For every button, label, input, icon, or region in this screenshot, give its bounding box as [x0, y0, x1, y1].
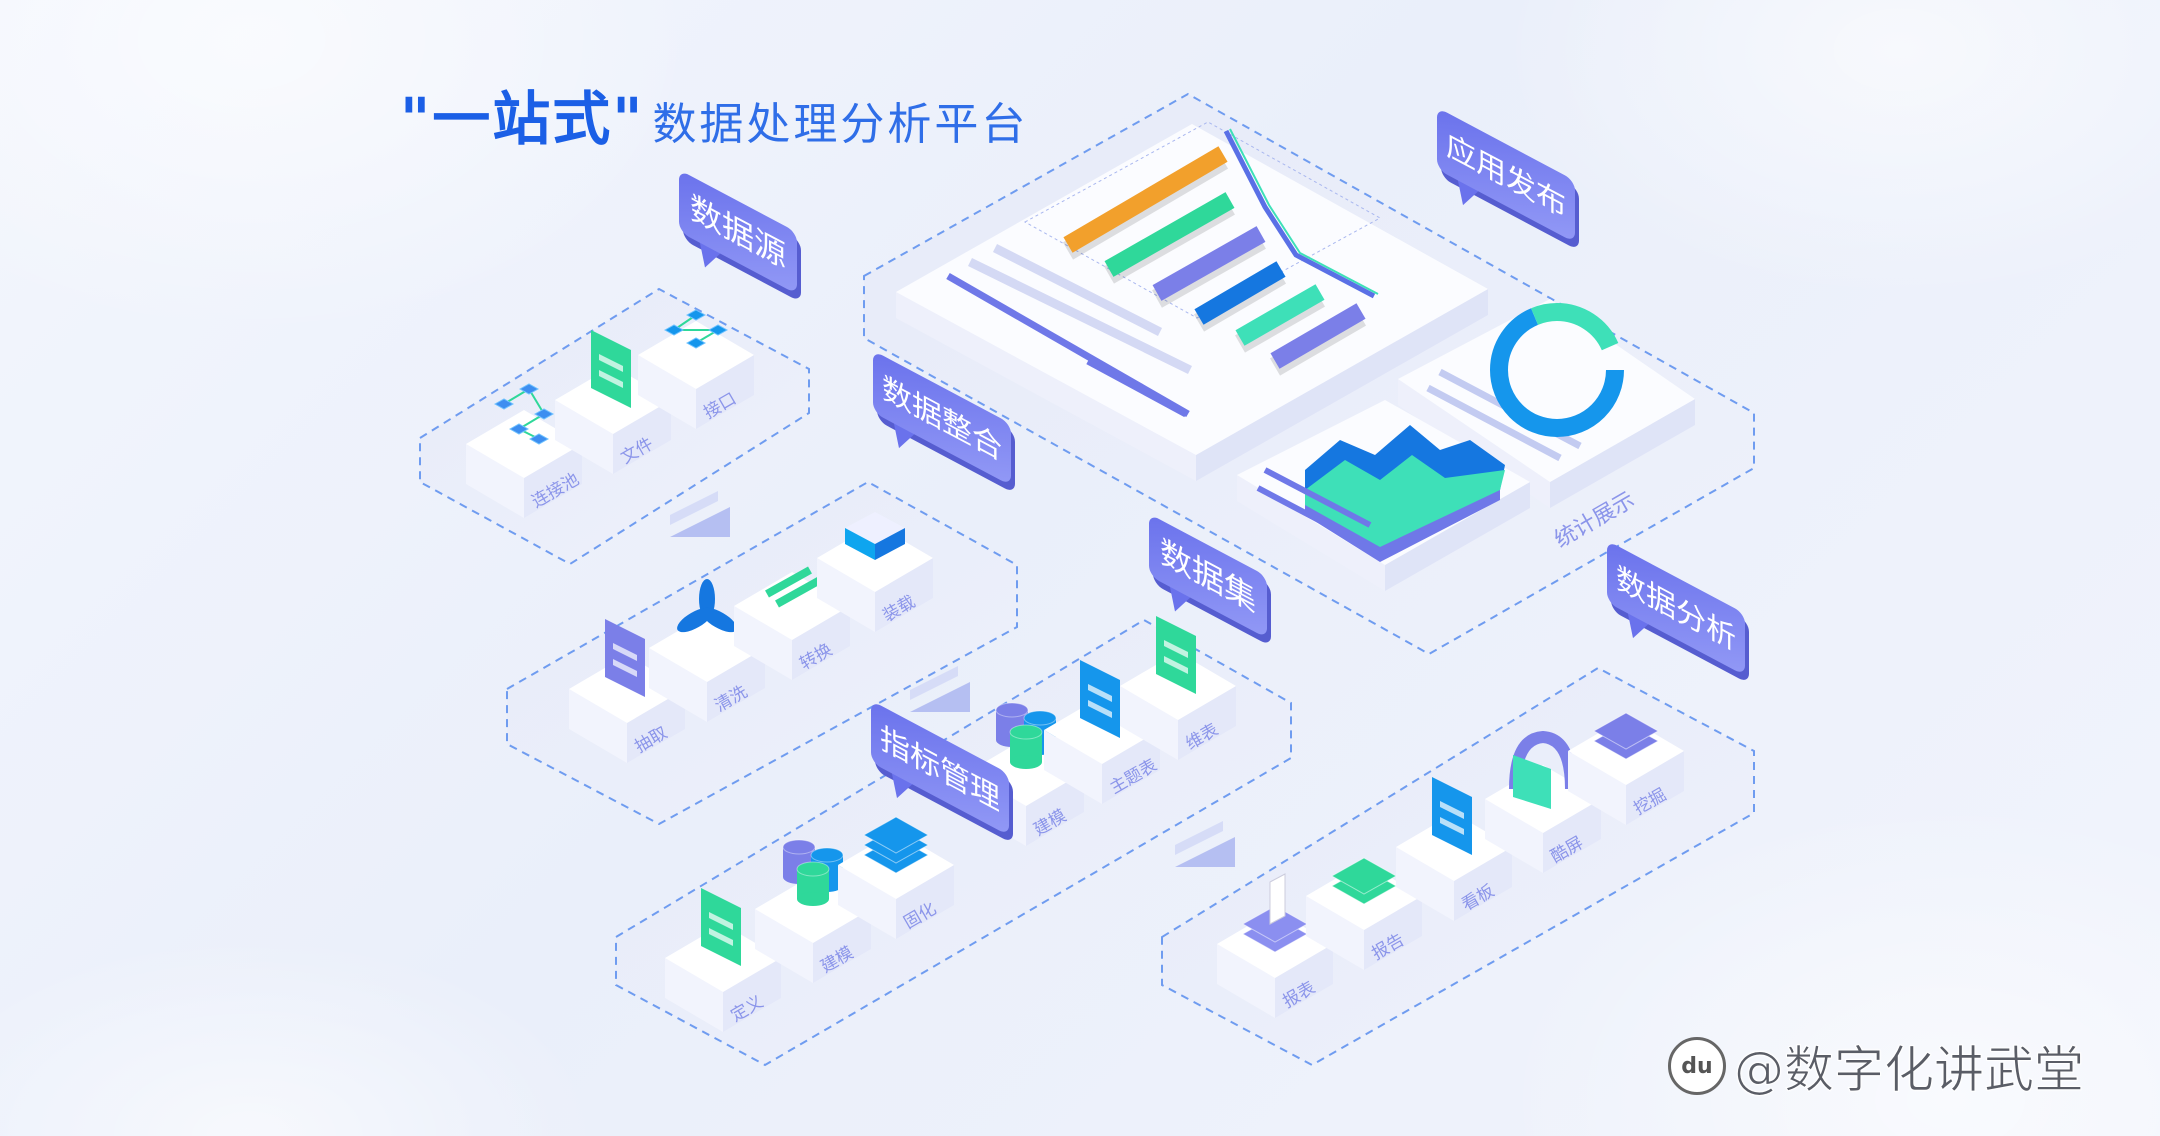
- callout-tail: [699, 238, 723, 268]
- callout-app-publish: 应用发布: [1437, 111, 1579, 247]
- area-chart-base: [1305, 490, 1500, 562]
- text-line: [1256, 485, 1332, 529]
- document-stack-icon: [1330, 857, 1398, 905]
- donut-chart: [1490, 303, 1624, 437]
- fan-icon: [677, 579, 737, 633]
- chart-bar: [1063, 146, 1228, 253]
- block-analysis[interactable]: 酷屏: [1485, 730, 1601, 873]
- callout-tail: [893, 418, 917, 449]
- api-cubes-icon: [663, 309, 729, 349]
- chart-bar: [1152, 226, 1266, 301]
- text-line: [1263, 467, 1372, 528]
- block-data-source[interactable]: 连接池: [466, 383, 583, 518]
- box-icon: [845, 512, 905, 560]
- network-icon: [493, 383, 555, 445]
- block-dataset[interactable]: 维表: [1120, 616, 1236, 760]
- callout-tail: [1169, 582, 1193, 612]
- text-line: [1086, 357, 1188, 418]
- txt-file-icon: [591, 330, 631, 408]
- donut-segment: [1490, 303, 1624, 437]
- page-title: "一站式"数据处理分析平台: [400, 72, 1028, 156]
- chart-bar: [1270, 303, 1366, 369]
- area-chart-card: [1237, 400, 1530, 591]
- block-data-source[interactable]: 文件: [555, 330, 671, 474]
- block-analysis[interactable]: 挖掘: [1568, 712, 1684, 825]
- flow-arrow-icon: [1175, 837, 1235, 867]
- block-data-integration[interactable]: 抽取: [569, 619, 685, 763]
- flow-arrow-icon: [670, 507, 730, 537]
- dashboard-panel-icon: [1080, 660, 1120, 738]
- block-data-integration[interactable]: 清洗: [649, 579, 765, 722]
- folder-icon: [605, 619, 645, 697]
- database-icon: [782, 839, 844, 906]
- callout-tail: [891, 768, 915, 799]
- layers-icon: [862, 816, 930, 874]
- chart-bar: [1235, 284, 1325, 346]
- chart-bar: [1104, 192, 1235, 277]
- text-line: [992, 243, 1163, 337]
- block-metrics[interactable]: 建模: [755, 839, 871, 983]
- block-metrics[interactable]: 固化: [838, 816, 954, 939]
- flow-arrow-icon: [910, 682, 970, 712]
- chart-bar: [1194, 261, 1286, 325]
- flow-arrow-icon: [1175, 821, 1223, 855]
- watermark: du @数字化讲武堂: [1668, 1030, 2085, 1102]
- block-metrics[interactable]: 定义: [665, 888, 781, 1032]
- donut-card: [1398, 299, 1695, 508]
- block-data-source[interactable]: 接口: [638, 309, 754, 429]
- flow-arrow-icon: [910, 666, 958, 700]
- callout-tail: [1627, 608, 1651, 639]
- chart-card: [896, 121, 1488, 481]
- block-analysis[interactable]: 报表: [1217, 873, 1333, 1018]
- mining-icon: [1592, 712, 1660, 760]
- swap-arrows-icon: [765, 566, 822, 608]
- callout-tail: [1457, 175, 1481, 206]
- callout-analysis: 数据分析: [1607, 544, 1749, 680]
- block-analysis[interactable]: 报告: [1306, 857, 1422, 970]
- callout-dataset: 数据集: [1149, 517, 1271, 643]
- text-line: [1426, 384, 1562, 462]
- callout-data-source: 数据源: [679, 173, 801, 299]
- watermark-text: @数字化讲武堂: [1734, 1041, 2085, 1100]
- area-chart-front: [1305, 455, 1505, 555]
- title-rest: 数据处理分析平台: [652, 99, 1029, 150]
- board-icon: [1432, 777, 1472, 855]
- trend-line-highlight: [1229, 128, 1379, 295]
- flow-arrow-icon: [670, 491, 718, 525]
- text-line: [968, 257, 1192, 375]
- table-icon: [1156, 616, 1196, 694]
- form-icon: [701, 888, 741, 966]
- title-highlight: "一站式": [400, 85, 645, 153]
- trend-line: [1223, 129, 1376, 299]
- block-data-integration[interactable]: 装载: [817, 512, 933, 632]
- report-sheet-icon: [1241, 873, 1309, 953]
- baidu-paw-logo: du: [1668, 1037, 1726, 1095]
